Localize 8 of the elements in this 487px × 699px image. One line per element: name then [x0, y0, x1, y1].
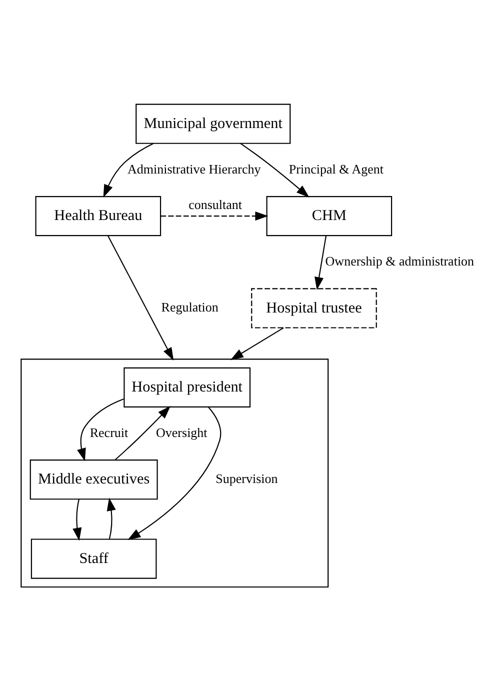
- edge-label: Ownership & administration: [325, 253, 474, 268]
- edge-label: Recruit: [90, 424, 128, 440]
- edge-label: Oversight: [156, 424, 208, 440]
- edge-label: Principal & Agent: [288, 160, 384, 176]
- edge-label: Supervision: [216, 470, 278, 486]
- edge-label: Administrative Hierarchy: [128, 160, 261, 176]
- edge-label: consultant: [188, 196, 242, 212]
- edge-label: Regulation: [161, 299, 218, 314]
